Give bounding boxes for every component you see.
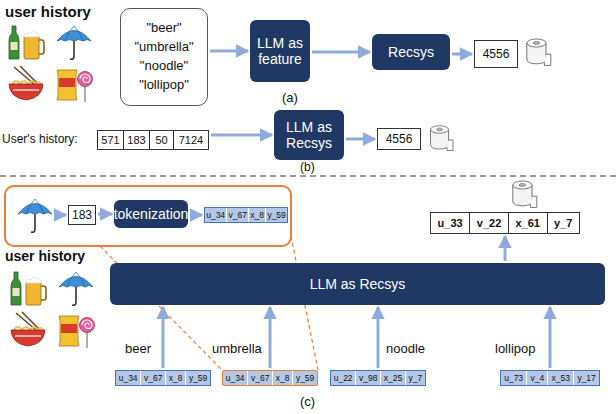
token-cell: u_33 xyxy=(431,213,469,233)
word-list-box: "beer""umbrella""noodle""lollipop" xyxy=(120,8,208,106)
flow-arrow xyxy=(504,236,507,261)
node-text: 183 xyxy=(72,208,92,222)
text-label: user history xyxy=(5,3,91,20)
token-cell: x_25 xyxy=(380,371,405,385)
token-strip: u_34v_67x_8y_59 xyxy=(115,370,211,386)
token-cell: v_67 xyxy=(247,371,272,385)
text-label: umbrella xyxy=(212,341,262,356)
token-cell: x_8 xyxy=(165,371,185,385)
node-text: "umbrella" xyxy=(134,38,193,57)
token-strip: u_34v_67x_8y_59 xyxy=(222,370,318,386)
flow-arrow xyxy=(452,53,472,56)
node-text: tokenization xyxy=(114,206,189,222)
flow-arrow xyxy=(346,138,375,141)
node-text: 571 xyxy=(101,134,119,146)
token-cell: y_17 xyxy=(573,371,599,385)
item-id-box: 183 xyxy=(68,205,96,225)
flow-arrow xyxy=(377,307,380,368)
token-strip: u_34v_67x_8y_59 xyxy=(204,207,288,223)
token-strip: u_22v_98x_25y_7 xyxy=(330,370,426,386)
item-id-box: 4556 xyxy=(474,40,518,68)
flow-arrow xyxy=(312,51,370,54)
text-label: user history xyxy=(5,248,85,264)
item-id-box: 4556 xyxy=(377,128,421,150)
text-label: lollipop xyxy=(495,341,535,356)
model-box: LLM as Recsys xyxy=(274,110,344,160)
token-cell: v_4 xyxy=(526,371,547,385)
node-text: LLM as Recsys xyxy=(277,119,341,151)
token-cell: u_34 xyxy=(223,371,247,385)
token-cell: x_8 xyxy=(248,208,265,222)
flow-arrow xyxy=(211,134,272,137)
token-cell: y_7 xyxy=(405,371,425,385)
flow-arrow xyxy=(190,214,202,217)
flow-arrow xyxy=(269,307,272,368)
model-box: LLM as feature xyxy=(250,20,310,82)
panel-label: (b) xyxy=(300,160,315,174)
token-cell: u_73 xyxy=(501,371,526,385)
item-id-box: 7124 xyxy=(173,130,209,150)
token-strip: u_73v_4x_53y_17 xyxy=(500,370,600,386)
flow-arrow xyxy=(98,213,112,216)
token-cell: y_59 xyxy=(265,208,287,222)
text-label: beer xyxy=(125,341,151,356)
text-label: User's history: xyxy=(2,132,78,146)
token-cell: x_8 xyxy=(272,371,292,385)
token-cell: x_53 xyxy=(547,371,573,385)
token-cell: u_34 xyxy=(116,371,140,385)
item-id-box: 50 xyxy=(149,130,174,150)
node-text: 7124 xyxy=(179,134,203,146)
item-id-box: 571 xyxy=(97,130,124,150)
model-box: Recsys xyxy=(372,34,450,70)
node-text: 4556 xyxy=(386,132,413,146)
model-bar: LLM as Recsys xyxy=(110,263,605,305)
node-text: 183 xyxy=(127,134,145,146)
token-cell: y_59 xyxy=(292,371,317,385)
token-cell: v_98 xyxy=(355,371,380,385)
token-cell: v_67 xyxy=(226,208,248,222)
node-text: 4556 xyxy=(483,47,510,61)
token-cell: v_22 xyxy=(469,213,508,233)
node-text: 50 xyxy=(155,134,167,146)
token-cell: y_7 xyxy=(547,213,580,233)
node-text: LLM as feature xyxy=(253,35,307,67)
token-cell: u_34 xyxy=(205,208,226,222)
node-text: Recsys xyxy=(388,44,434,60)
token-cell: u_22 xyxy=(331,371,355,385)
node-text: "beer" xyxy=(146,19,181,38)
token-cell: x_61 xyxy=(508,213,547,233)
text-label: noodle xyxy=(386,341,425,356)
panel-label: (c) xyxy=(300,394,315,409)
node-text: LLM as Recsys xyxy=(310,276,406,292)
panel-label: (a) xyxy=(282,90,298,105)
item-id-box: 183 xyxy=(123,130,150,150)
flow-arrow xyxy=(549,307,552,368)
flow-arrow xyxy=(162,307,165,368)
node-text: "lollipop" xyxy=(139,76,189,95)
process-box: tokenization xyxy=(114,200,188,228)
token-strip: u_33v_22x_61y_7 xyxy=(430,212,580,234)
token-cell: v_67 xyxy=(140,371,165,385)
flow-arrow xyxy=(210,50,248,53)
node-text: "noodle" xyxy=(140,57,188,76)
token-cell: y_59 xyxy=(185,371,210,385)
